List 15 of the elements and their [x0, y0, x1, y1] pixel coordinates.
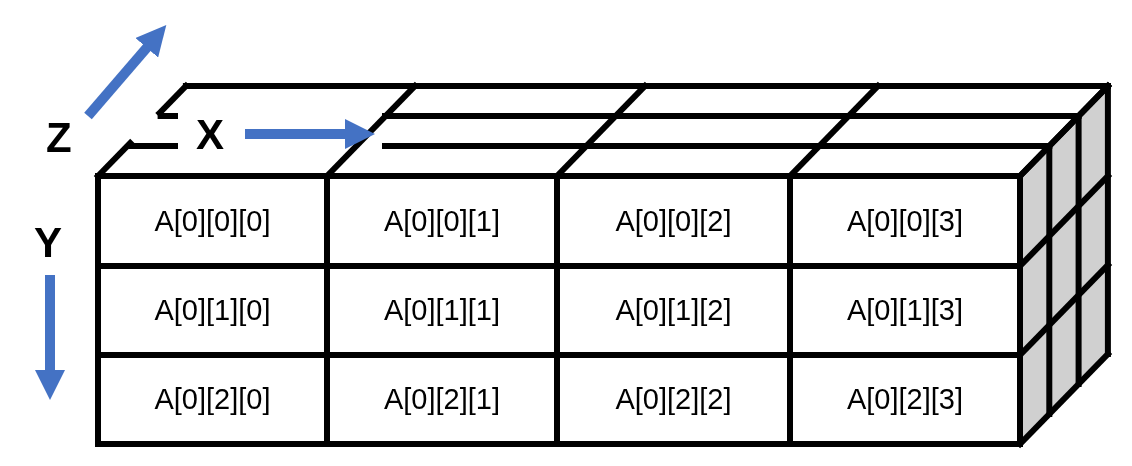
axis-label: Y: [34, 222, 62, 264]
array-cell: A[0][2][3]: [796, 361, 1014, 438]
array-cell: A[0][0][0]: [104, 182, 321, 260]
array-cell: A[0][1][0]: [104, 272, 321, 349]
array-cell: A[0][1][1]: [333, 272, 551, 349]
array-cell: A[0][0][1]: [333, 182, 551, 260]
array-cell: A[0][0][2]: [563, 182, 784, 260]
array-cell: A[0][2][1]: [333, 361, 551, 438]
array-cell: A[0][1][2]: [563, 272, 784, 349]
array-cell: A[0][1][3]: [796, 272, 1014, 349]
array-cell: A[0][2][0]: [104, 361, 321, 438]
array-cell: A[0][0][3]: [796, 182, 1014, 260]
axis-label: Z: [46, 117, 72, 159]
axis-label: X: [196, 114, 224, 156]
array-cell: A[0][2][2]: [563, 361, 784, 438]
